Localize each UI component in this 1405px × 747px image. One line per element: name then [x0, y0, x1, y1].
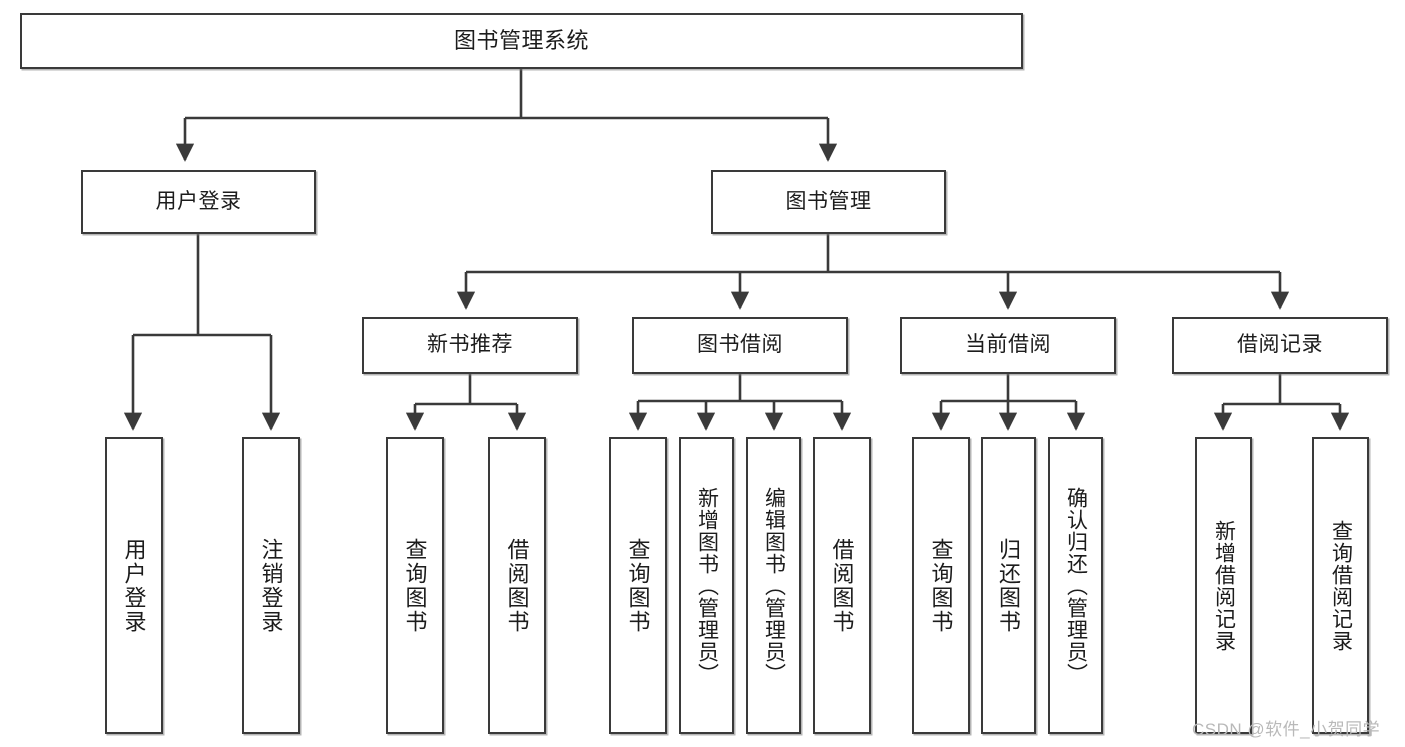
leaf-confirm-return-admin[interactable]: 确认归还（管理员） — [1048, 437, 1103, 734]
leaf-borrow-book-2[interactable]: 借阅图书 — [813, 437, 871, 734]
csdn-watermark: CSDN @软件_小贺同学 — [1192, 720, 1381, 739]
node-label: 查询图书 — [625, 537, 651, 634]
node-label: 查询图书 — [402, 537, 428, 634]
node-user-login[interactable]: 用户登录 — [81, 170, 316, 234]
node-borrow-record[interactable]: 借阅记录 — [1172, 317, 1388, 374]
leaf-borrow-book-1[interactable]: 借阅图书 — [488, 437, 546, 734]
leaf-user-login[interactable]: 用户登录 — [105, 437, 163, 734]
leaf-query-borrow-record[interactable]: 查询借阅记录 — [1312, 437, 1369, 734]
node-label: 新书推荐 — [427, 333, 513, 357]
leaf-add-borrow-record[interactable]: 新增借阅记录 — [1195, 437, 1252, 734]
node-label: 图书管理 — [785, 189, 872, 213]
leaf-query-book-3[interactable]: 查询图书 — [912, 437, 970, 734]
leaf-logout[interactable]: 注销登录 — [242, 437, 300, 734]
node-label: 借阅图书 — [829, 537, 855, 634]
leaf-return-book[interactable]: 归还图书 — [981, 437, 1036, 734]
node-label: 查询借阅记录 — [1329, 519, 1353, 652]
node-label: 查询图书 — [928, 537, 954, 634]
leaf-query-book-1[interactable]: 查询图书 — [386, 437, 444, 734]
node-label: 编辑图书（管理员） — [762, 486, 786, 685]
node-label: 注销登录 — [258, 537, 284, 634]
node-label: 借阅图书 — [504, 537, 530, 634]
leaf-query-book-2[interactable]: 查询图书 — [609, 437, 667, 734]
node-label: 图书借阅 — [697, 333, 783, 357]
node-label: 确认归还（管理员） — [1064, 486, 1088, 685]
node-label: 新增图书（管理员） — [695, 486, 719, 685]
leaf-edit-book-admin[interactable]: 编辑图书（管理员） — [746, 437, 801, 734]
node-book-management[interactable]: 图书管理 — [711, 170, 946, 234]
node-label: 借阅记录 — [1237, 333, 1323, 357]
node-book-borrow[interactable]: 图书借阅 — [632, 317, 848, 374]
node-label: 用户登录 — [121, 537, 147, 634]
leaf-add-book-admin[interactable]: 新增图书（管理员） — [679, 437, 734, 734]
node-label: 当前借阅 — [965, 333, 1051, 357]
node-label: 图书管理系统 — [453, 28, 589, 54]
node-label: 归还图书 — [996, 537, 1022, 634]
node-current-borrow[interactable]: 当前借阅 — [900, 317, 1116, 374]
node-label: 用户登录 — [155, 189, 242, 213]
node-new-book-recommend[interactable]: 新书推荐 — [362, 317, 578, 374]
node-label: 新增借阅记录 — [1212, 519, 1236, 652]
node-root-system[interactable]: 图书管理系统 — [20, 13, 1023, 69]
